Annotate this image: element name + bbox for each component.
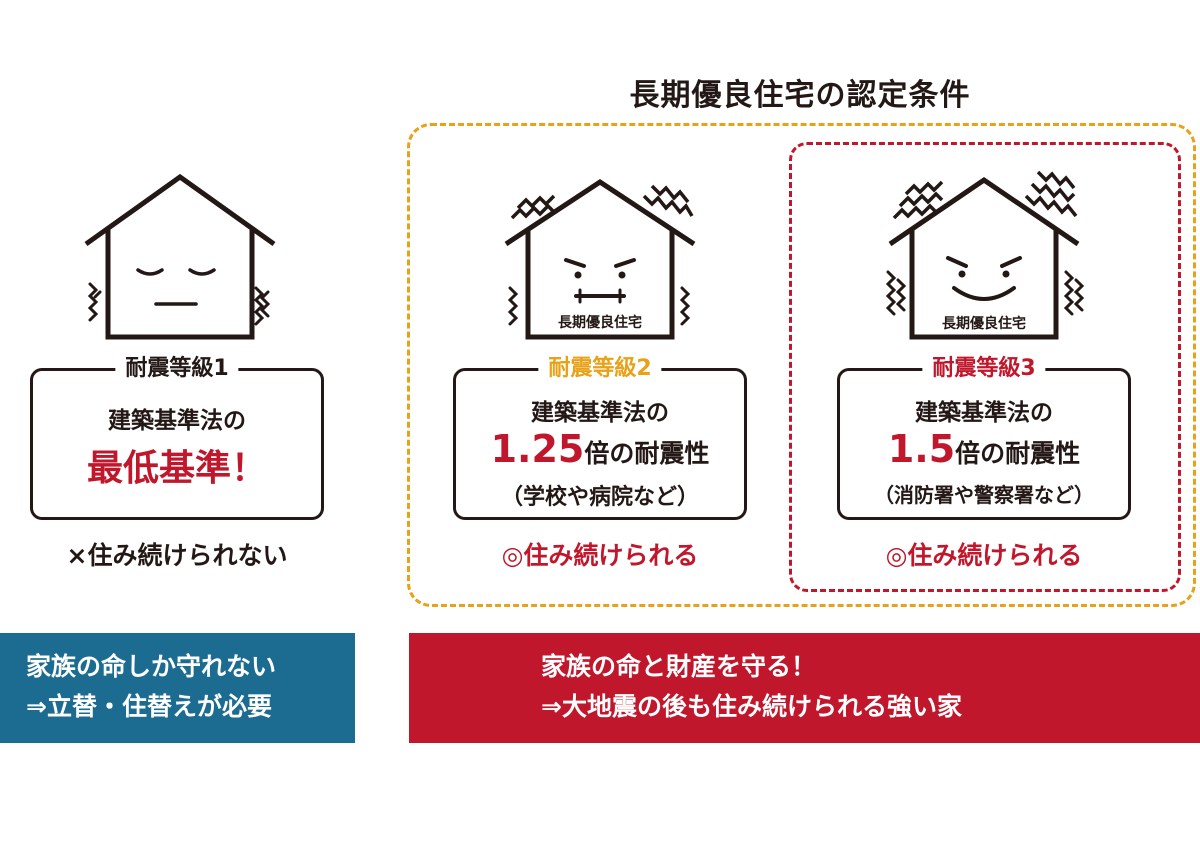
grade2-result: ◎住み続けられる — [501, 541, 699, 570]
house-label: 長期優良住宅 — [558, 314, 642, 331]
banner-left-line1: 家族の命しか守れない — [26, 652, 277, 681]
grade2-examples: （学校や病院など） — [500, 485, 699, 510]
grade2-line1: 建築基準法の — [531, 400, 669, 426]
grade2-multiplier-suffix: 倍の耐震性 — [584, 439, 710, 468]
grade3-label: 耐震等級3 — [922, 354, 1046, 384]
certification-heading: 長期優良住宅の認定条件 — [629, 78, 971, 113]
grade3-multiplier: 1.5 — [887, 427, 956, 471]
shake-lines-icon — [885, 270, 1085, 316]
determined-face-icon — [564, 258, 636, 304]
certification-group-frame — [407, 123, 1196, 607]
grade1-box: 耐震等級1 建築基準法の 最低基準！ — [30, 354, 324, 520]
shake-lines-icon — [507, 286, 691, 326]
grade3-highlight-frame — [789, 142, 1181, 592]
grade1-emphasis: 最低基準！ — [86, 448, 267, 489]
grade1-label: 耐震等級1 — [115, 354, 239, 384]
grade3-multiplier-line: 1.5倍の耐震性 — [840, 427, 1128, 479]
grade1-result: ×住み続けられない — [66, 541, 288, 570]
shake-lines-icon — [87, 282, 271, 326]
confident-smile-icon — [946, 256, 1022, 301]
house-grade2-icon: 長期優良住宅 — [504, 179, 696, 340]
banner-life-only: 家族の命しか守れない ⇒立替・住替えが必要 — [0, 633, 355, 743]
house-grade3-icon: 長期優良住宅 — [885, 170, 1085, 340]
banner-right-line2: ⇒大地震の後も住み続けられる強い家 — [541, 692, 962, 721]
grade2-multiplier: 1.25 — [490, 427, 585, 471]
grade3-multiplier-suffix: 倍の耐震性 — [955, 439, 1081, 468]
grade3-examples: （消防署や警察署など） — [874, 483, 1094, 507]
grade3-result: ◎住み続けられる — [885, 541, 1083, 570]
grade3-line1: 建築基準法の — [915, 400, 1053, 426]
grade1-line1: 建築基準法の — [108, 408, 246, 434]
house-grade1-icon — [84, 173, 276, 340]
tremor-zigzag-icon — [892, 170, 1078, 220]
banner-life-and-property: 家族の命と財産を守る！ ⇒大地震の後も住み続けられる強い家 — [409, 633, 1200, 743]
grade3-box: 耐震等級3 建築基準法の 1.5倍の耐震性 （消防署や警察署など） — [837, 354, 1131, 520]
grade2-label: 耐震等級2 — [538, 354, 662, 384]
banner-left-line2: ⇒立替・住替えが必要 — [26, 692, 272, 721]
sleepy-face-icon — [136, 268, 216, 306]
banner-right-line1: 家族の命と財産を守る！ — [541, 652, 817, 681]
tremor-zigzag-icon — [510, 184, 694, 220]
grade2-multiplier-line: 1.25倍の耐震性 — [456, 427, 744, 479]
house-label: 長期優良住宅 — [942, 315, 1026, 332]
grade2-box: 耐震等級2 建築基準法の 1.25倍の耐震性 （学校や病院など） — [453, 354, 747, 520]
